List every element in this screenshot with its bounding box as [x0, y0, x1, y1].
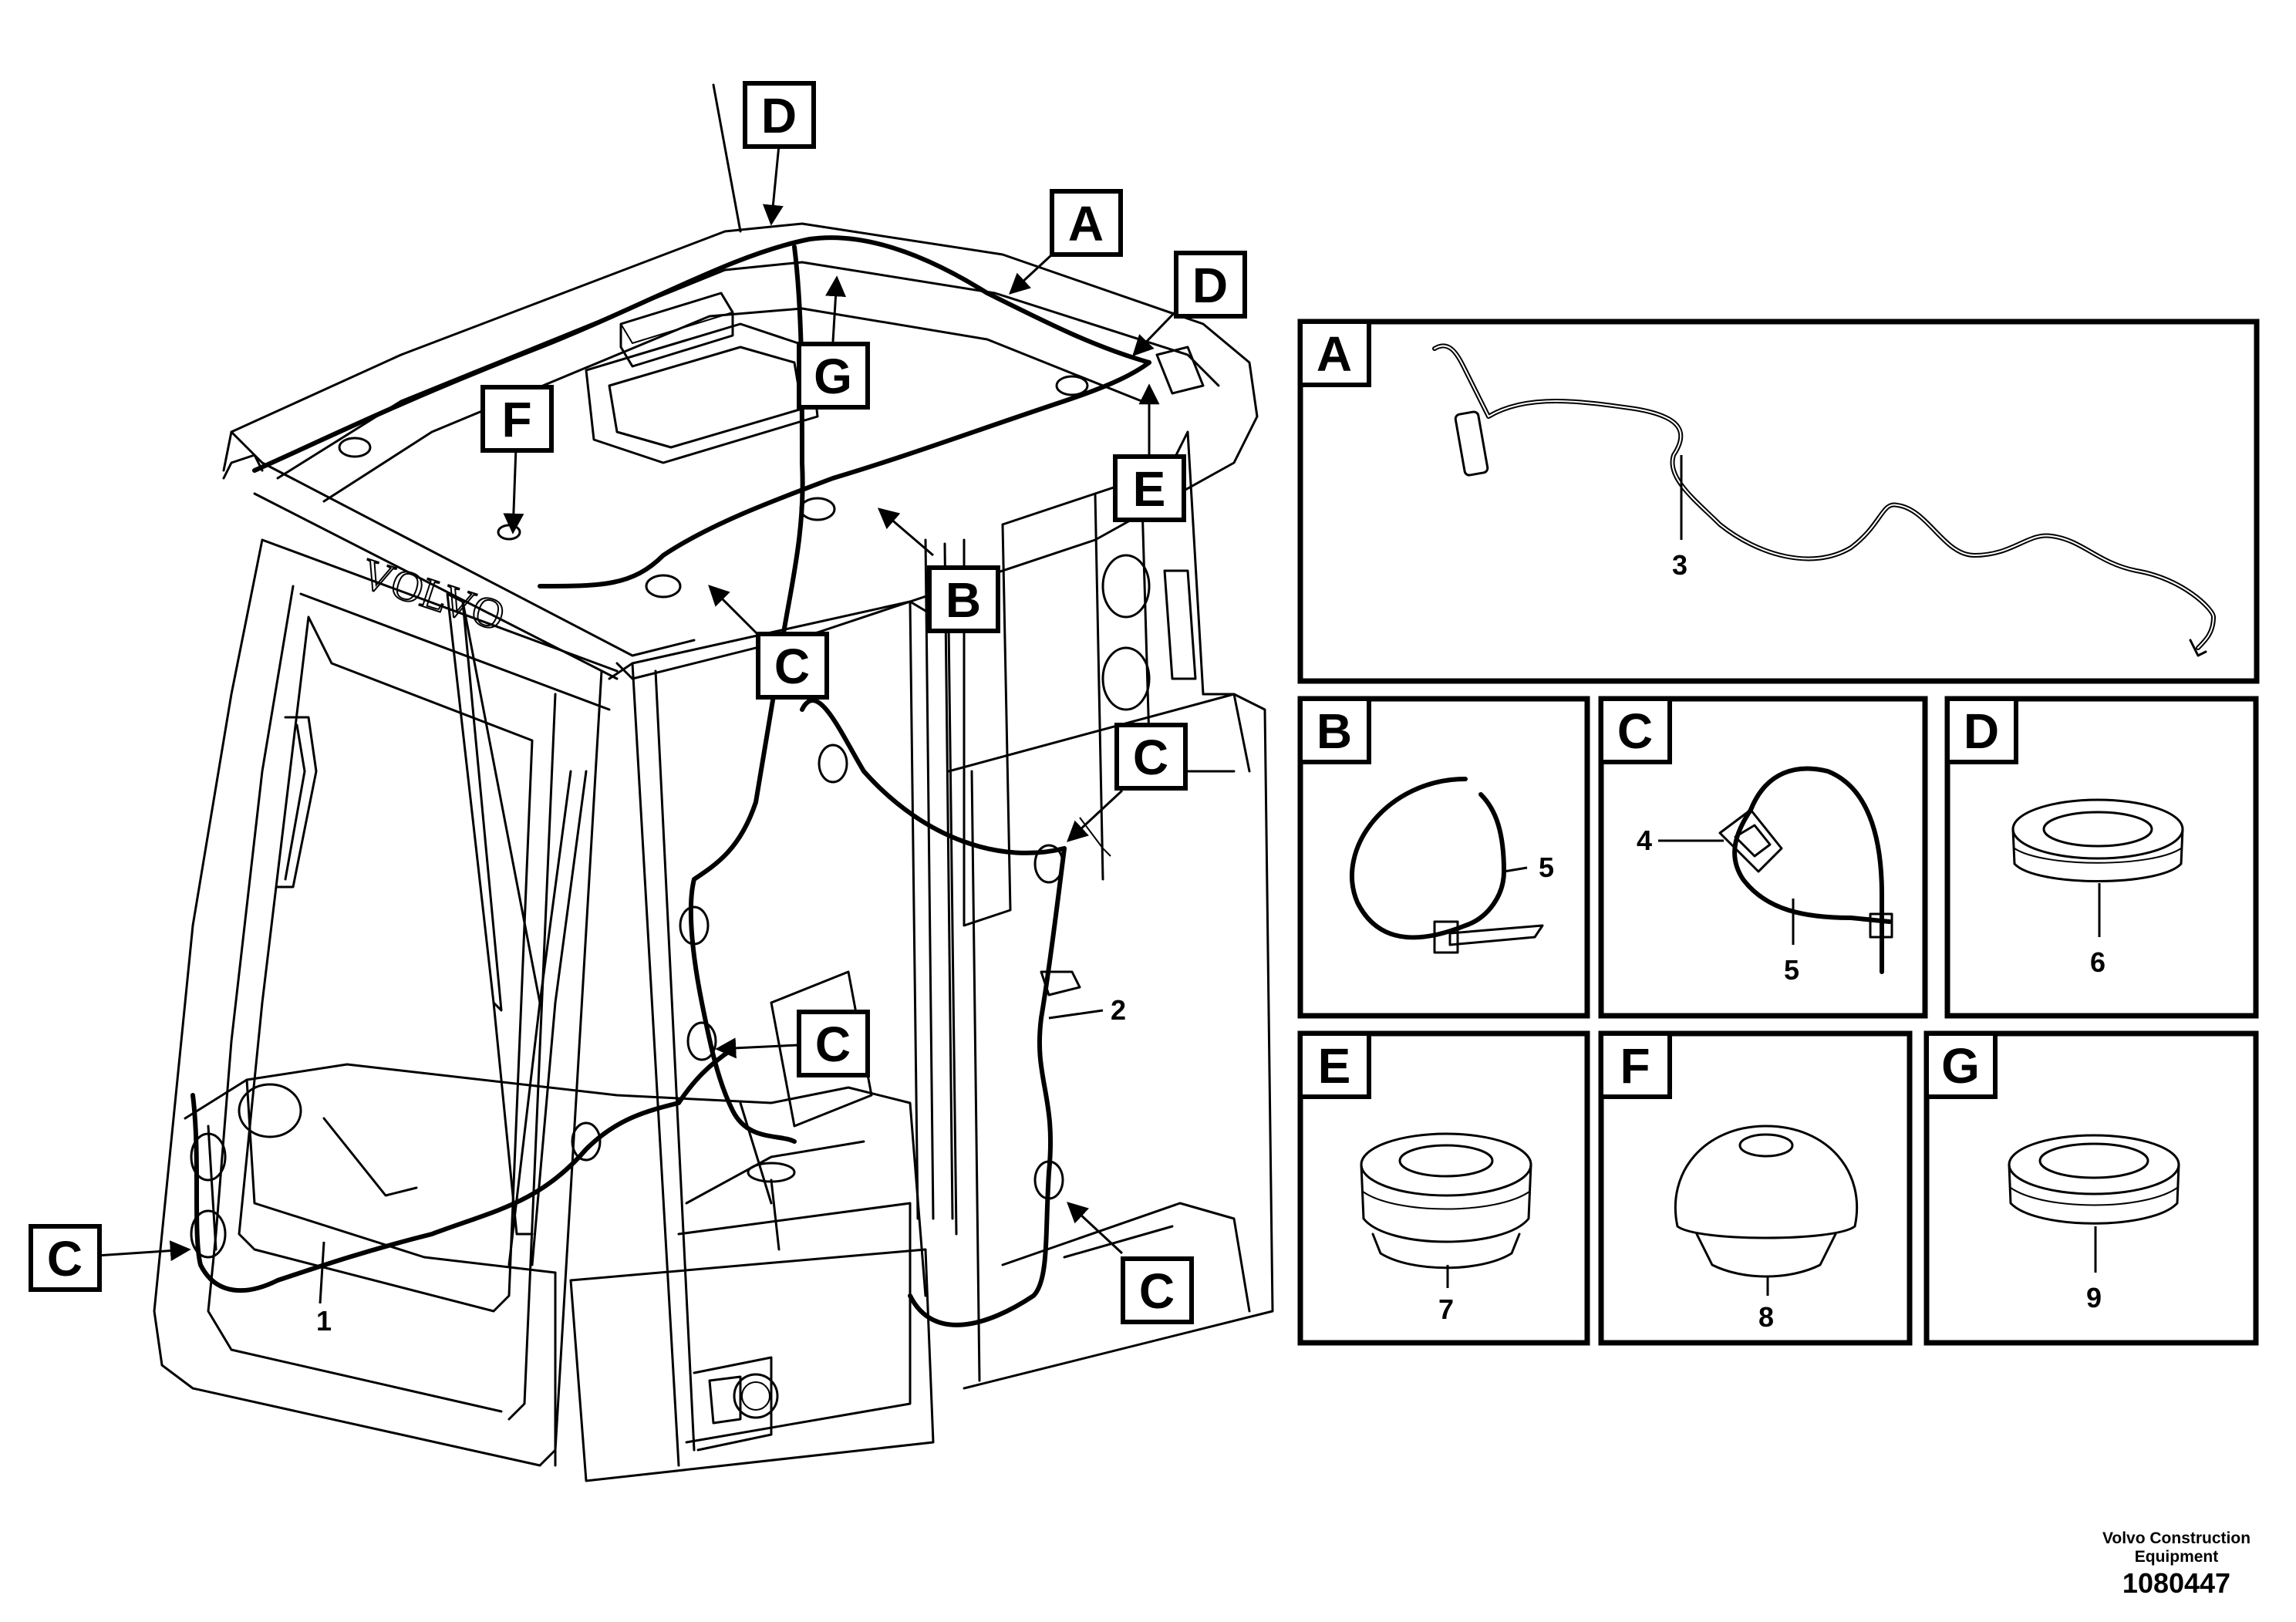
- document-number: 1080447: [2122, 1567, 2231, 1599]
- svg-text:2: 2: [1111, 994, 1126, 1026]
- detail-panel-b: B 5: [1297, 696, 1590, 1019]
- part-number-8: 8: [1758, 1301, 1774, 1333]
- part-number-5-b: 5: [1539, 851, 1554, 883]
- detail-panel-e: E 7: [1297, 1030, 1590, 1346]
- clamp-4-and-tie-5: [1718, 766, 1893, 974]
- clamp-loops: [190, 375, 1089, 1259]
- part-number-6: 6: [2090, 946, 2106, 978]
- leaders: [96, 144, 1182, 1304]
- svg-text:D: D: [1192, 258, 1228, 313]
- grommet-7: [1360, 1132, 1532, 1270]
- svg-text:C: C: [1133, 730, 1168, 785]
- svg-text:1: 1: [316, 1305, 332, 1337]
- svg-text:G: G: [1941, 1038, 1980, 1094]
- callout-c-middle: C: [797, 1010, 870, 1077]
- svg-text:F: F: [1620, 1038, 1650, 1094]
- callout-g: G: [797, 342, 870, 410]
- svg-text:E: E: [1133, 461, 1166, 517]
- part-number-1: 1: [316, 1305, 332, 1337]
- svg-text:F: F: [501, 392, 531, 447]
- callout-a: A: [1050, 189, 1123, 257]
- svg-text:B: B: [1317, 703, 1352, 759]
- cable-tie-5: [1350, 777, 1544, 954]
- cab-illustration: VOLVO: [153, 83, 1274, 1482]
- svg-text:A: A: [1317, 326, 1352, 382]
- callout-d-top: D: [743, 81, 816, 149]
- svg-text:C: C: [1139, 1263, 1175, 1319]
- grommet-9: [2008, 1134, 2180, 1225]
- callout-b: B: [927, 565, 1000, 633]
- svg-text:D: D: [761, 88, 797, 143]
- detail-panel-f: F 8: [1598, 1030, 1913, 1346]
- callout-e: E: [1113, 454, 1186, 522]
- callout-c-bottom-right: C: [1121, 1256, 1194, 1324]
- footer: Volvo Construction Equipment 1080447: [2099, 1529, 2254, 1600]
- svg-text:C: C: [47, 1231, 83, 1286]
- svg-text:E: E: [1318, 1038, 1351, 1094]
- grommet-6: [2011, 798, 2184, 882]
- svg-text:B: B: [946, 572, 981, 628]
- part-number-4: 4: [1637, 824, 1652, 856]
- callout-c-upper: C: [756, 632, 829, 700]
- svg-text:C: C: [1617, 703, 1653, 759]
- callout-d-right: D: [1174, 251, 1247, 319]
- svg-text:D: D: [1964, 703, 1999, 759]
- part-number-7: 7: [1438, 1293, 1454, 1325]
- antenna-cable-3: [1432, 343, 2216, 657]
- detail-panel-c: C 4 5: [1598, 696, 1928, 1019]
- svg-text:A: A: [1068, 196, 1104, 251]
- part-number-5-c: 5: [1784, 954, 1799, 986]
- svg-text:C: C: [815, 1017, 851, 1072]
- callout-f: F: [480, 385, 554, 453]
- brand-name: Volvo Construction Equipment: [2102, 1529, 2251, 1566]
- callout-c-left: C: [29, 1224, 102, 1292]
- detail-panel-a: A 3: [1297, 319, 2260, 684]
- plug-8: [1674, 1125, 1859, 1278]
- svg-text:C: C: [774, 639, 810, 694]
- part-number-2: 2: [1111, 994, 1126, 1026]
- svg-text:G: G: [814, 349, 852, 404]
- detail-panel-d: D 6: [1944, 696, 2259, 1019]
- detail-panel-g: G 9: [1923, 1030, 2259, 1346]
- part-number-9: 9: [2086, 1282, 2102, 1313]
- callout-c-right-upper: C: [1114, 723, 1188, 791]
- cab-badge: VOLVO: [356, 549, 511, 640]
- part-number-3: 3: [1672, 549, 1687, 581]
